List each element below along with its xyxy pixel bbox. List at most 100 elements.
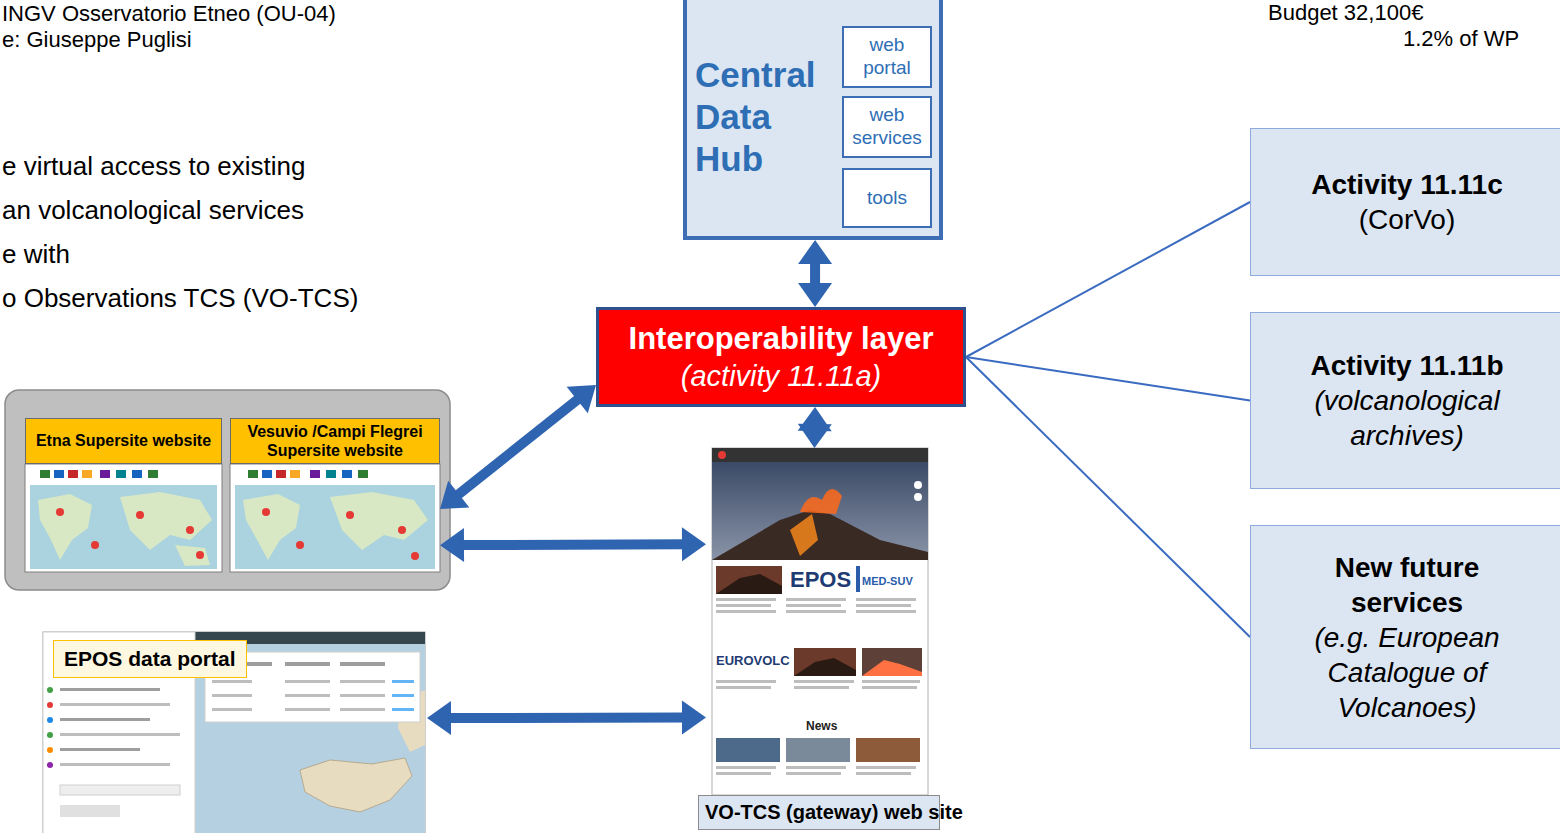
epos-portal-screenshot-part bbox=[60, 748, 140, 751]
activity-box: New future services(e.g. European Catalo… bbox=[1250, 525, 1560, 749]
vo-tcs-screenshot-part bbox=[716, 772, 771, 775]
activity-box-note: (CorVo) bbox=[1287, 202, 1527, 237]
gateway-site: VO-TCS (gateway) web site bbox=[706, 448, 932, 833]
vo-tcs-screenshot-part bbox=[794, 680, 854, 683]
vesuvio-screenshot-part bbox=[296, 541, 304, 549]
vesuvio-screenshot-part bbox=[342, 470, 352, 478]
vo-tcs-screenshot-part bbox=[856, 604, 911, 607]
connector-shaft bbox=[966, 357, 1250, 401]
vesuvio-screenshot-part bbox=[230, 464, 440, 572]
budget-text: Budget 32,100€ bbox=[1268, 0, 1423, 25]
epos-portal-screenshot-part bbox=[285, 708, 330, 711]
service-box-text: tools bbox=[845, 187, 929, 210]
vesuvio-screenshot-part bbox=[248, 470, 258, 478]
epos-portal-screenshot bbox=[43, 632, 425, 833]
vo-tcs-screenshot-part bbox=[716, 680, 776, 683]
arrow-head bbox=[427, 701, 451, 735]
body-text: an volcanological services bbox=[2, 196, 304, 226]
vo-tcs-screenshot-part bbox=[786, 738, 850, 762]
connector-shaft bbox=[810, 262, 820, 285]
vo-tcs-screenshot-part bbox=[786, 772, 841, 775]
vo-tcs-screenshot-part bbox=[716, 598, 776, 601]
vo-tcs-screenshot-part bbox=[786, 598, 846, 601]
section-text: News bbox=[806, 720, 837, 734]
double-arrow bbox=[427, 701, 706, 735]
vo-tcs-screenshot-part bbox=[716, 686, 771, 689]
arrow-head bbox=[440, 528, 464, 562]
vo-tcs-screenshot-part bbox=[716, 610, 776, 613]
etna-screenshot-part bbox=[25, 464, 222, 572]
etna-screenshot-part bbox=[30, 485, 217, 569]
epos-portal-screenshot-part bbox=[60, 718, 150, 721]
etna-screenshot-part bbox=[175, 545, 210, 566]
epos-portal-screenshot-part bbox=[392, 708, 414, 711]
logo-text: EUROVOLC bbox=[716, 654, 790, 669]
epos-portal-screenshot-part bbox=[47, 717, 53, 723]
logo-text: EPOS bbox=[790, 567, 851, 592]
arrow-head bbox=[798, 240, 832, 264]
activity-box: Activity 11.11c(CorVo) bbox=[1250, 128, 1560, 276]
epos-portal-screenshot-part bbox=[47, 687, 53, 693]
data-portal-text: EPOS data portal bbox=[53, 640, 247, 678]
vesuvio-screenshot bbox=[230, 464, 440, 572]
vo-tcs-screenshot-part bbox=[856, 772, 911, 775]
service-box-title: web services bbox=[845, 104, 929, 150]
website-card-title: Etna Supersite website bbox=[36, 431, 211, 450]
etna-screenshot-part bbox=[148, 470, 158, 478]
arrow-head bbox=[567, 385, 596, 413]
vo-tcs-screenshot-part bbox=[716, 604, 771, 607]
budget-text: 1.2% of WP bbox=[1403, 26, 1519, 51]
gateway-site-text: VO-TCS (gateway) web site bbox=[698, 795, 940, 830]
activity-box-title: Activity 11.11b bbox=[1287, 348, 1527, 383]
etna-screenshot-part bbox=[68, 470, 78, 478]
service-box-text: web portal bbox=[845, 34, 929, 80]
hub-box: Central Data Hubweb portalweb servicesto… bbox=[683, 0, 943, 240]
vo-tcs-screenshot-part bbox=[856, 598, 916, 601]
vesuvio-screenshot-part bbox=[326, 470, 336, 478]
vesuvio-screenshot-part bbox=[398, 526, 406, 534]
gateway-site-title: VO-TCS (gateway) web site bbox=[705, 800, 933, 825]
etna-screenshot-part bbox=[132, 470, 142, 478]
logo-text: MED-SUV bbox=[862, 575, 913, 588]
vesuvio-screenshot-part bbox=[262, 508, 270, 516]
etna-screenshot-part bbox=[120, 492, 212, 550]
epos-portal-screenshot-part bbox=[340, 680, 385, 683]
supersite-panel-part bbox=[5, 390, 450, 590]
etna-screenshot-part bbox=[136, 511, 144, 519]
activity-box-text: Activity 11.11b(volcanological archives) bbox=[1287, 348, 1527, 453]
vo-tcs-screenshot-part bbox=[862, 680, 920, 683]
epos-portal-screenshot-part bbox=[285, 662, 330, 666]
vo-tcs-screenshot-part bbox=[716, 566, 782, 594]
vo-tcs-screenshot-part bbox=[786, 766, 846, 769]
etna-screenshot-part bbox=[186, 526, 194, 534]
body-text: e with bbox=[2, 240, 70, 270]
epos-portal-screenshot-part bbox=[212, 694, 252, 697]
epos-portal-screenshot-part bbox=[47, 747, 53, 753]
vo-tcs-screenshot-part bbox=[716, 738, 780, 762]
vo-tcs-screenshot-part bbox=[856, 738, 920, 762]
epos-portal-screenshot-part bbox=[340, 694, 385, 697]
arrow-head bbox=[682, 701, 706, 735]
vo-tcs-screenshot-part bbox=[794, 686, 849, 689]
double-arrow bbox=[798, 407, 832, 448]
vo-tcs-screenshot-part bbox=[856, 566, 860, 592]
vesuvio-screenshot-part bbox=[411, 552, 419, 560]
etna-screenshot-part bbox=[40, 470, 50, 478]
double-arrow bbox=[440, 385, 596, 509]
epos-portal-screenshot-part bbox=[47, 762, 53, 768]
vo-tcs-screenshot-part bbox=[914, 481, 922, 489]
vo-tcs-screenshot-part bbox=[856, 766, 916, 769]
epos-portal-screenshot-part bbox=[60, 703, 170, 706]
vesuvio-screenshot-part bbox=[276, 470, 286, 478]
website-card-title: Vesuvio /Campi Flegrei Supersite website bbox=[235, 422, 435, 460]
arrow-head bbox=[798, 283, 832, 307]
vesuvio-screenshot-part bbox=[262, 470, 272, 478]
supersite-panel bbox=[5, 390, 450, 590]
header-text: INGV Osservatorio Etneo (OU-04) bbox=[2, 1, 336, 26]
vo-tcs-screenshot-part bbox=[718, 451, 726, 459]
epos-portal-screenshot-part bbox=[300, 758, 412, 812]
service-box-title: tools bbox=[845, 187, 929, 210]
epos-portal-screenshot-part bbox=[43, 632, 425, 833]
epos-portal-screenshot-part bbox=[60, 763, 170, 766]
